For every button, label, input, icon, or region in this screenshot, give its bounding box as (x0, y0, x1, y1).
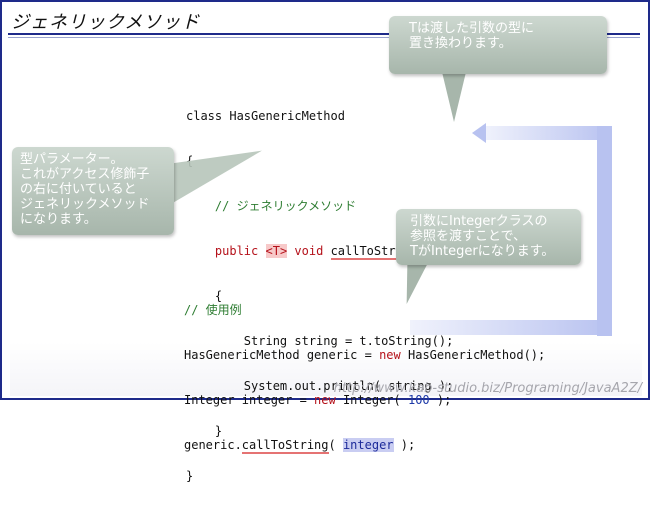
code-line-comment: // 使用例 (184, 303, 242, 317)
arrow-head-icon (472, 123, 486, 143)
keyword-public: public (214, 244, 259, 258)
code-line-comment: // ジェネリックメソッド (186, 199, 357, 213)
callout-line: の右に付いていると (20, 182, 137, 197)
code-line-call: generic.callToString( integer ); (184, 438, 545, 454)
code-line: { (186, 289, 223, 303)
code-block-usage: // 使用例 HasGenericMethod generic = new Ha… (184, 273, 545, 483)
callout-integer-argument: 引数にIntegerクラスの 参照を渡すことで、 TがIntegerになります。 (396, 209, 581, 265)
callout-line: 引数にIntegerクラスの (410, 214, 548, 229)
type-flow-arrow-vertical (597, 126, 612, 336)
code-line: HasGenericMethod generic = new HasGeneri… (184, 348, 545, 363)
method-name: callToString (330, 244, 418, 260)
code-block-class: class HasGenericMethod { // ジェネリックメソッド p… (186, 79, 468, 514)
type-flow-arrow-bottom (410, 320, 612, 335)
method-call-name: callToString (241, 438, 329, 454)
callout-line: 型パラメーター。 (20, 152, 124, 167)
type-flow-arrow-top (484, 126, 612, 140)
code-text: HasGenericMethod generic = (184, 348, 380, 362)
argument-integer: integer (342, 438, 394, 452)
space (258, 244, 265, 258)
callout-line: 置き換わります。 (409, 36, 512, 51)
callout-line: TがIntegerになります。 (410, 244, 555, 259)
code-line: { (186, 154, 194, 168)
callout-type-replacement: Tは渡した引数の型に 置き換わります。 (389, 16, 607, 74)
paren-open: ( (328, 438, 343, 452)
code-line: String string = t.toString(); (186, 334, 454, 348)
callout-line: になります。 (20, 212, 97, 227)
space (323, 244, 330, 258)
callout-type-parameter: 型パラメーター。 これがアクセス修飾子 の右に付いていると ジェネリックメソッド… (12, 147, 174, 235)
keyword-new: new (314, 393, 336, 407)
type-parameter: <T> (265, 244, 288, 258)
code-line: System.out.println( string ); (186, 379, 454, 393)
title-divider (8, 33, 640, 38)
callout-tail-top (442, 72, 466, 122)
callout-line: Tは渡した引数の型に (409, 21, 534, 36)
callout-line: これがアクセス修飾子 (20, 167, 150, 182)
footer-url: http://www.kab-studio.biz/Programing/Jav… (333, 381, 642, 396)
code-text: HasGenericMethod(); (400, 348, 546, 362)
keyword-new: new (379, 348, 401, 362)
callout-line: ジェネリックメソッド (20, 197, 150, 212)
code-text: generic. (184, 438, 242, 452)
callout-line: 参照を渡すことで、 (410, 229, 527, 244)
page-title: ジェネリックメソッド (11, 12, 201, 33)
paren-close: ); (393, 438, 416, 452)
slide-frame: ジェネリックメソッド class HasGenericMethod { // ジ… (0, 0, 650, 483)
code-text: Integer integer = (184, 393, 315, 407)
code-line: class HasGenericMethod (186, 109, 345, 123)
keyword-void: void (294, 244, 324, 258)
